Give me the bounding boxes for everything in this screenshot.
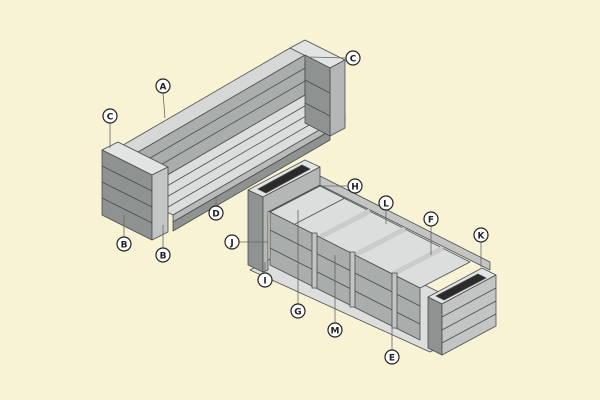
svg-text:G: G (294, 308, 301, 318)
svg-text:F: F (428, 216, 434, 226)
callout-B-right: B (155, 247, 171, 263)
callout-A: A (155, 78, 171, 94)
callout-M: M (327, 322, 343, 338)
svg-text:B: B (121, 241, 128, 251)
svg-text:I: I (263, 277, 266, 287)
svg-text:B: B (160, 252, 167, 262)
bench (101, 39, 346, 241)
callout-H: H (347, 178, 363, 194)
callout-B-left: B (116, 236, 132, 252)
callout-L: L (378, 195, 394, 211)
callout-J: J (224, 234, 240, 250)
svg-text:K: K (478, 232, 486, 242)
svg-text:D: D (212, 210, 219, 220)
callout-E: E (384, 349, 400, 365)
callouts: A C C B B D H L F K J I G M E (102, 50, 489, 365)
callout-C-left: C (102, 108, 118, 124)
planter-box (247, 159, 497, 356)
svg-text:M: M (331, 327, 340, 337)
svg-text:C: C (107, 113, 114, 123)
callout-I: I (257, 272, 273, 288)
svg-text:J: J (229, 239, 233, 249)
svg-text:L: L (383, 200, 389, 210)
svg-text:H: H (351, 183, 359, 193)
svg-text:E: E (389, 354, 395, 364)
callout-K: K (473, 227, 489, 243)
callout-D: D (208, 205, 224, 221)
svg-text:A: A (160, 83, 167, 93)
callout-G: G (290, 303, 306, 319)
leader-lines (109, 56, 482, 350)
callout-C-right: C (345, 50, 361, 66)
callout-F: F (423, 211, 439, 227)
svg-text:C: C (350, 55, 357, 65)
